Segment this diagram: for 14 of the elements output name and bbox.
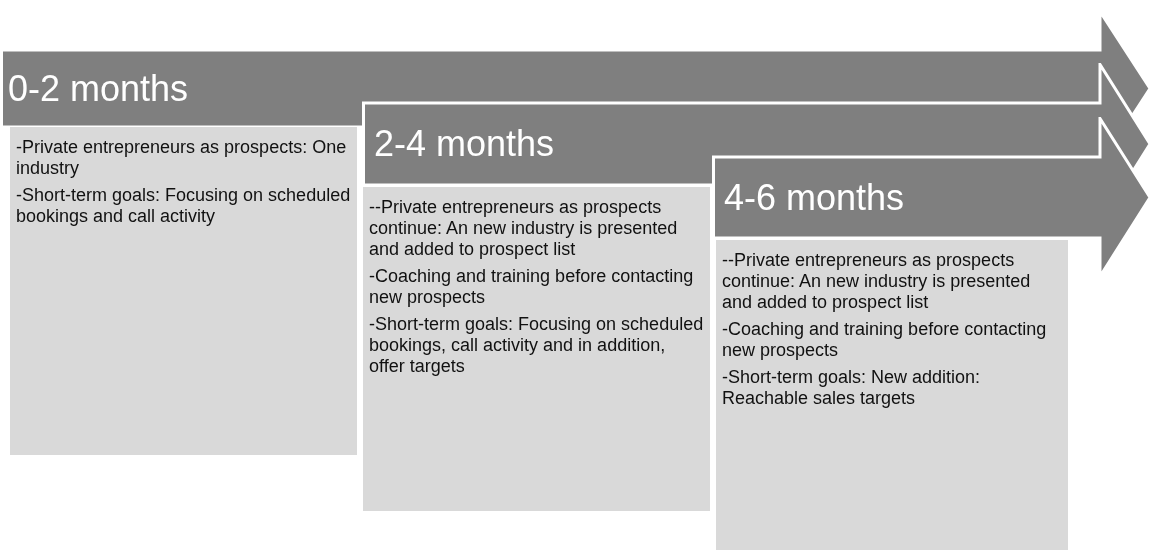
bullet-text: -Coaching and training before contacting new prospects bbox=[369, 266, 695, 308]
text-panel bbox=[716, 240, 1068, 550]
bullet-text: -Coaching and training before contacting new prospects bbox=[722, 319, 1048, 361]
text-panel bbox=[363, 187, 710, 511]
phase-title: 4-6 months bbox=[724, 177, 905, 218]
bullet-text: -Short-term goals: New addition: Reachable sales targets bbox=[722, 367, 982, 409]
bullet-text: -Short-term goals: Focusing on scheduled bookings and call activity bbox=[16, 185, 351, 227]
phase-title: 2-4 months bbox=[374, 124, 555, 164]
bullet-text: --Private entrepreneurs as prospects continue: An new industry is presented and added to prospect list bbox=[369, 197, 679, 260]
bullet-text: -Private entrepreneurs as prospects: One industry bbox=[16, 137, 348, 179]
phase-title: 0-2 months bbox=[8, 68, 189, 109]
bullet-text: --Private entrepreneurs as prospects continue: An new industry is presented and added to prospect list bbox=[722, 250, 1032, 313]
text-panel bbox=[10, 127, 357, 455]
bullet-text: -Short-term goals: Focusing on scheduled bookings, call activity and in addition, offer targets bbox=[369, 314, 704, 377]
